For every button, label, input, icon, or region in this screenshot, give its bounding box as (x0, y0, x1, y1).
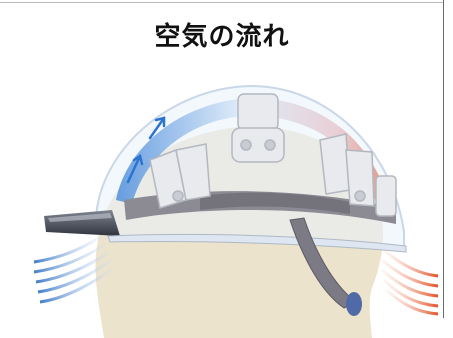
page-title: 空気の流れ (154, 22, 290, 52)
rear-adjuster-knob (346, 292, 362, 316)
visor-highlight (48, 213, 112, 222)
frame-right-border (443, 0, 444, 318)
airflow-arrows (126, 116, 166, 184)
helmet-rim (107, 233, 407, 253)
cool-air-flow-lines (33, 234, 115, 304)
frame-top-border (0, 2, 444, 3)
warm-air-flow-lines (381, 248, 439, 316)
suspension-clips (149, 93, 397, 217)
harness-mesh (200, 192, 350, 214)
shell-airflow-band (116, 98, 392, 216)
